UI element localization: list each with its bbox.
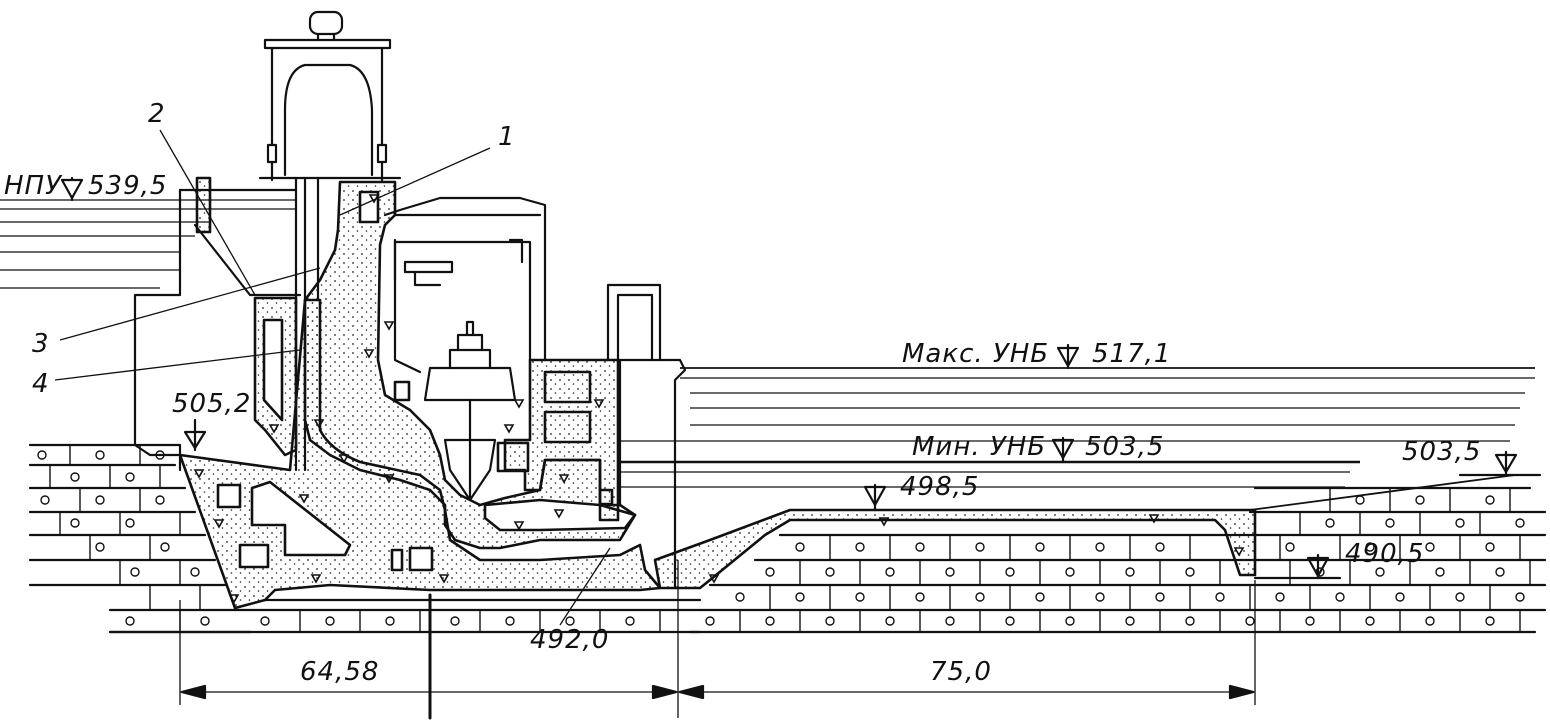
elevation-503-5: 503,5: [1402, 437, 1481, 467]
npu-label: НПУ: [4, 171, 63, 201]
leader-lines: [54, 129, 611, 626]
rock-foundation: [28, 443, 1547, 634]
concrete-body: [178, 176, 1257, 610]
dimension-64-58: 64,58: [300, 657, 379, 687]
dimension-lines: [179, 560, 1256, 720]
label-3: 3: [32, 329, 49, 359]
dimension-75-0: 75,0: [930, 657, 992, 687]
elevation-492-0: 492,0: [530, 625, 609, 655]
max-unb-label: Макс. УНБ: [902, 339, 1049, 369]
min-unb-value: 503,5: [1085, 432, 1164, 462]
powerhouse: [383, 196, 687, 590]
headwater: [0, 199, 295, 289]
npu-value: 539,5: [88, 171, 167, 201]
label-1: 1: [498, 122, 515, 152]
elevation-498-5: 498,5: [900, 472, 979, 502]
level-markers: [60, 176, 1542, 580]
max-unb-value: 517,1: [1092, 339, 1171, 369]
min-unb-label: Мин. УНБ: [912, 432, 1046, 462]
label-2: 2: [148, 99, 165, 129]
elevation-505-2: 505,2: [172, 389, 251, 419]
elevation-490-5: 490,5: [1345, 539, 1424, 569]
label-4: 4: [32, 369, 49, 399]
